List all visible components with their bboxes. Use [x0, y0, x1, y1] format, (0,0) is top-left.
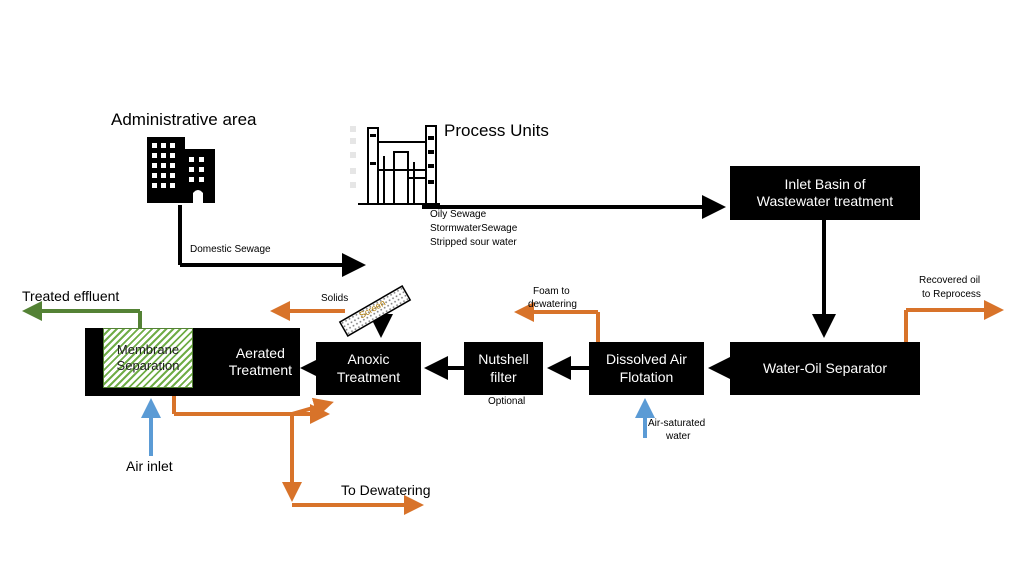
membrane-label-line2: Separation: [116, 358, 180, 373]
aerated-label-line1: Aerated: [235, 344, 285, 361]
recovered-oil-label-line2: to Reprocess: [922, 289, 981, 300]
optional-label: Optional: [488, 396, 526, 407]
treated-effluent-label: Treated effluent: [22, 288, 120, 304]
domestic-sewage-arrow: [178, 205, 366, 277]
anoxic-label-line2: Treatment: [336, 368, 401, 385]
recovered-oil-arrow: [904, 300, 1004, 342]
foam-label-line1: Foam to: [533, 286, 570, 297]
inlet-basin-label-line2: Wastewater treatment: [756, 193, 894, 209]
nutshell-filter-box: Nutshell filter: [464, 342, 543, 395]
daf-label-line1: Dissolved Air: [606, 351, 687, 367]
building-icon: [147, 137, 215, 203]
nutshell-label-line1: Nutshell: [478, 351, 529, 367]
membrane-separation-box: Membrane Separation: [103, 328, 193, 388]
recovered-oil-label-line1: Recovered oil: [919, 275, 981, 286]
domestic-sewage-label: Domestic Sewage: [190, 244, 271, 255]
daf-label-line2: Flotation: [619, 368, 674, 385]
foam-arrow: [514, 302, 600, 342]
administrative-area-title: Administrative area: [111, 110, 257, 129]
stripped-sour-water-label: Stripped sour water: [430, 237, 517, 248]
sludge-recycle-arrow: [172, 396, 424, 515]
stormwater-sewage-label: StormwaterSewage: [430, 223, 518, 234]
water-oil-separator-label: Water-Oil Separator: [763, 359, 887, 376]
inlet-basin-box: Inlet Basin of Wastewater treatment: [730, 166, 920, 220]
solids-label: Solids: [321, 293, 349, 304]
dissolved-air-flotation-box: Dissolved Air Flotation: [589, 342, 704, 395]
water-oil-separator-box: Water-Oil Separator: [730, 342, 920, 395]
air-saturated-label-line2: water: [666, 431, 691, 442]
screen-icon: [338, 285, 412, 337]
treated-effluent-arrow: [22, 301, 142, 328]
aerated-label-line2: Treatment: [228, 362, 292, 378]
anoxic-treatment-box: Anoxic Treatment: [316, 342, 421, 395]
membrane-label-line1: Membrane: [116, 341, 180, 357]
air-inlet-label: Air inlet: [126, 458, 173, 474]
air-saturated-label-line1: Air-saturated: [648, 418, 706, 429]
refinery-icon: [350, 125, 440, 205]
nutshell-label-line2: filter: [490, 368, 517, 385]
process-units-title: Process Units: [444, 121, 549, 140]
to-dewatering-label: To Dewatering: [341, 482, 431, 498]
foam-label-line2: dewatering: [528, 299, 577, 310]
anoxic-label-line1: Anoxic: [347, 351, 390, 367]
oily-sewage-label: Oily Sewage: [430, 209, 487, 220]
inlet-basin-label-line1: Inlet Basin of: [784, 175, 866, 192]
